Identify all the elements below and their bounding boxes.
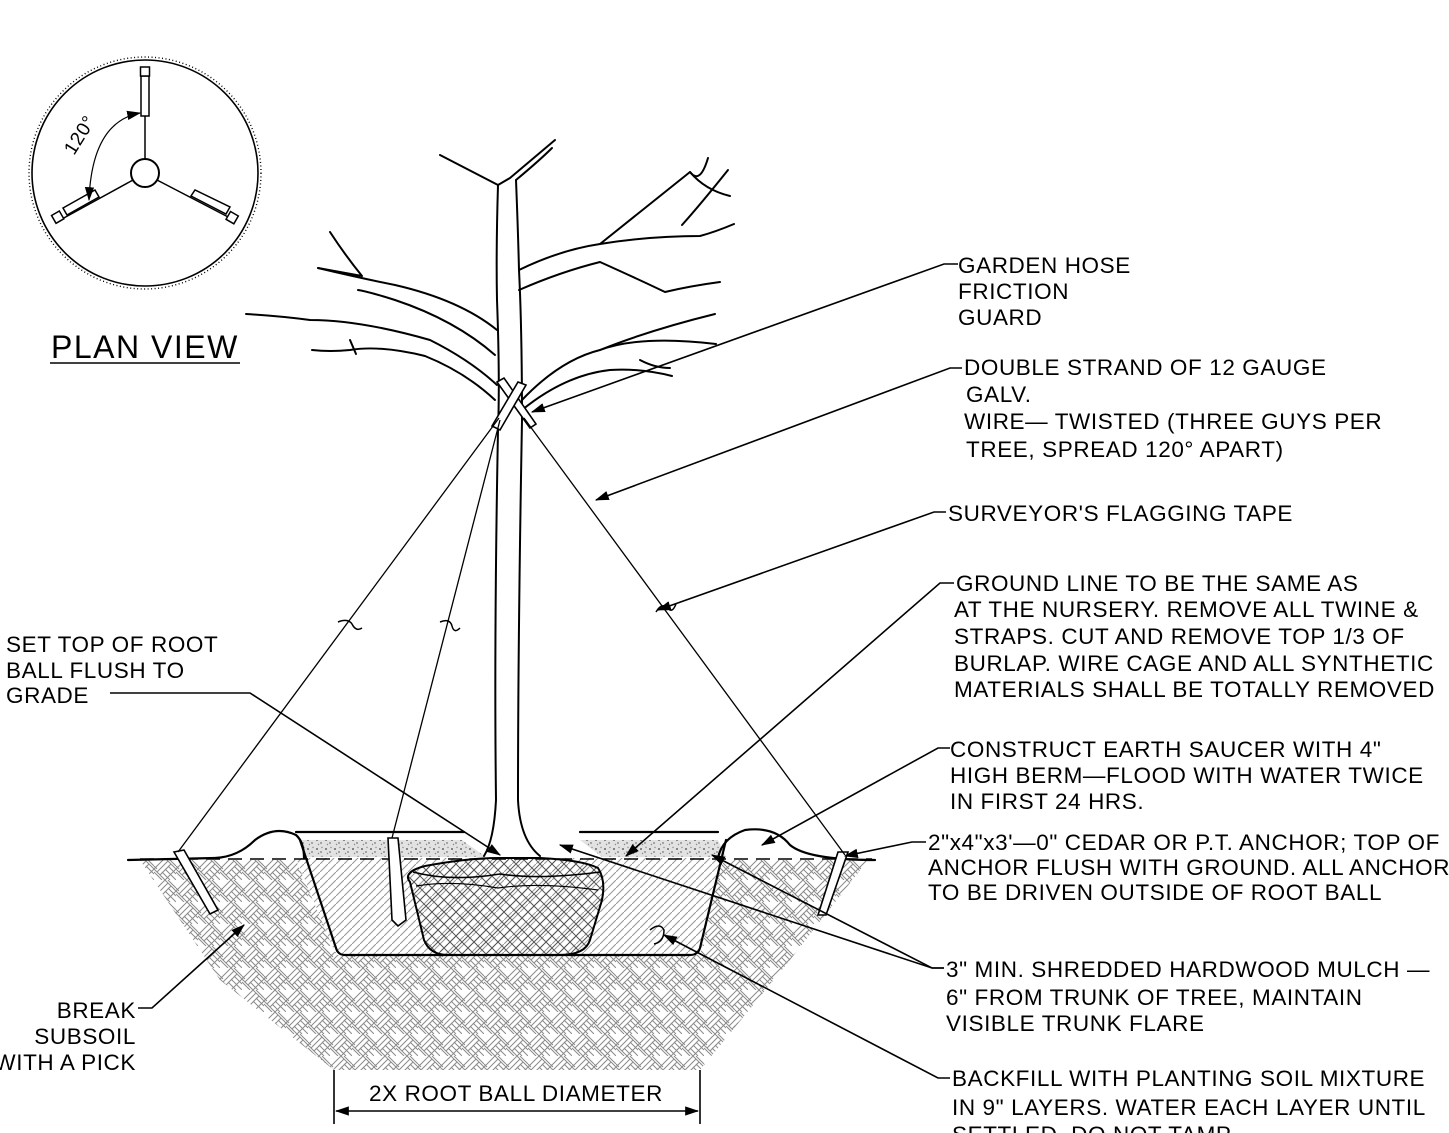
callout-root-ball-top: SET TOP OF ROOT BALL FLUSH TO GRADE bbox=[6, 632, 218, 708]
callout-line: BACKFILL WITH PLANTING SOIL MIXTURE bbox=[952, 1066, 1425, 1091]
callout-line: GROUND LINE TO BE THE SAME AS bbox=[956, 571, 1359, 596]
plan-angle-arc bbox=[84, 110, 142, 202]
callout-line: SURVEYOR'S FLAGGING TAPE bbox=[948, 501, 1293, 526]
callout-line: SUBSOIL bbox=[34, 1024, 136, 1049]
plan-trunk-circle bbox=[130, 158, 160, 188]
callout-double-strand-wire: DOUBLE STRAND OF 12 GAUGE GALV. WIRE— TW… bbox=[964, 355, 1382, 462]
callout-break-subsoil: BREAK SUBSOIL WITH A PICK bbox=[0, 998, 136, 1075]
tree bbox=[245, 139, 735, 857]
callout-line: WIRE— TWISTED (THREE GUYS PER bbox=[964, 409, 1382, 434]
callout-line: 2"x4"x3'—0" CEDAR OR P.T. ANCHOR; TOP OF bbox=[928, 830, 1440, 855]
planting-pit bbox=[140, 840, 868, 1070]
callout-line: IN 9" LAYERS. WATER EACH LAYER UNTIL bbox=[952, 1095, 1426, 1120]
leader-lines bbox=[110, 263, 962, 1079]
callout-garden-hose: GARDEN HOSE FRICTION GUARD bbox=[958, 253, 1131, 330]
callout-line: MATERIALS SHALL BE TOTALLY REMOVED bbox=[954, 677, 1435, 702]
callout-line: BURLAP. WIRE CAGE AND ALL SYNTHETIC bbox=[954, 651, 1434, 676]
callout-line: GARDEN HOSE bbox=[958, 253, 1131, 278]
callout-earth-saucer: CONSTRUCT EARTH SAUCER WITH 4" HIGH BERM… bbox=[950, 737, 1424, 814]
callout-line: HIGH BERM—FLOOD WITH WATER TWICE bbox=[950, 763, 1424, 788]
callout-line: STRAPS. CUT AND REMOVE TOP 1/3 OF bbox=[954, 624, 1405, 649]
callout-line: GRADE bbox=[6, 683, 89, 708]
plan-angle-label: 120° bbox=[60, 112, 100, 158]
anchors bbox=[172, 837, 850, 928]
callout-line: SET TOP OF ROOT bbox=[6, 632, 218, 657]
callout-line: GALV. bbox=[966, 382, 1032, 407]
callout-line: AT THE NURSERY. REMOVE ALL TWINE & bbox=[954, 597, 1419, 622]
plan-view: 120° PLAN VIEW bbox=[28, 56, 262, 365]
callout-line: DOUBLE STRAND OF 12 GAUGE bbox=[964, 355, 1327, 380]
callout-line: IN FIRST 24 HRS. bbox=[950, 789, 1144, 814]
callout-line: 3" MIN. SHREDDED HARDWOOD MULCH — bbox=[946, 957, 1430, 982]
flagging-tape-ties bbox=[337, 603, 677, 945]
dimension-root-ball-diameter: 2X ROOT BALL DIAMETER bbox=[333, 1070, 701, 1124]
callout-line: SETTLED. DO NOT TAMP. bbox=[952, 1122, 1236, 1133]
callout-line: GUARD bbox=[958, 305, 1042, 330]
callout-line: VISIBLE TRUNK FLARE bbox=[946, 1011, 1205, 1036]
callout-line: WITH A PICK bbox=[0, 1050, 136, 1075]
callout-line: ANCHOR FLUSH WITH GROUND. ALL ANCHORS bbox=[928, 855, 1449, 880]
callout-line: BALL FLUSH TO bbox=[6, 658, 185, 683]
callout-line: CONSTRUCT EARTH SAUCER WITH 4" bbox=[950, 737, 1381, 762]
existing-subsoil bbox=[140, 860, 868, 1070]
plan-guy-wires bbox=[50, 66, 240, 225]
friction-guard bbox=[490, 376, 538, 432]
callout-line: TREE, SPREAD 120° APART) bbox=[966, 437, 1284, 462]
callout-line: BREAK bbox=[57, 998, 136, 1023]
callout-mulch: 3" MIN. SHREDDED HARDWOOD MULCH — 6" FRO… bbox=[946, 957, 1430, 1036]
plan-view-title: PLAN VIEW bbox=[51, 329, 239, 365]
dimension-label: 2X ROOT BALL DIAMETER bbox=[369, 1081, 663, 1106]
callout-flagging-tape: SURVEYOR'S FLAGGING TAPE bbox=[948, 501, 1293, 526]
grade-and-berm bbox=[126, 828, 877, 957]
callout-backfill: BACKFILL WITH PLANTING SOIL MIXTURE IN 9… bbox=[952, 1066, 1426, 1133]
mulch-layer-right bbox=[580, 840, 726, 857]
root-ball bbox=[406, 857, 605, 956]
callout-line: 6" FROM TRUNK OF TREE, MAINTAIN bbox=[946, 985, 1363, 1010]
callout-anchor: 2"x4"x3'—0" CEDAR OR P.T. ANCHOR; TOP OF… bbox=[928, 830, 1449, 905]
guy-wires bbox=[177, 417, 846, 856]
callout-ground-line: GROUND LINE TO BE THE SAME AS AT THE NUR… bbox=[954, 571, 1435, 702]
callout-line: TO BE DRIVEN OUTSIDE OF ROOT BALL bbox=[928, 880, 1382, 905]
callout-line: FRICTION bbox=[958, 279, 1069, 304]
